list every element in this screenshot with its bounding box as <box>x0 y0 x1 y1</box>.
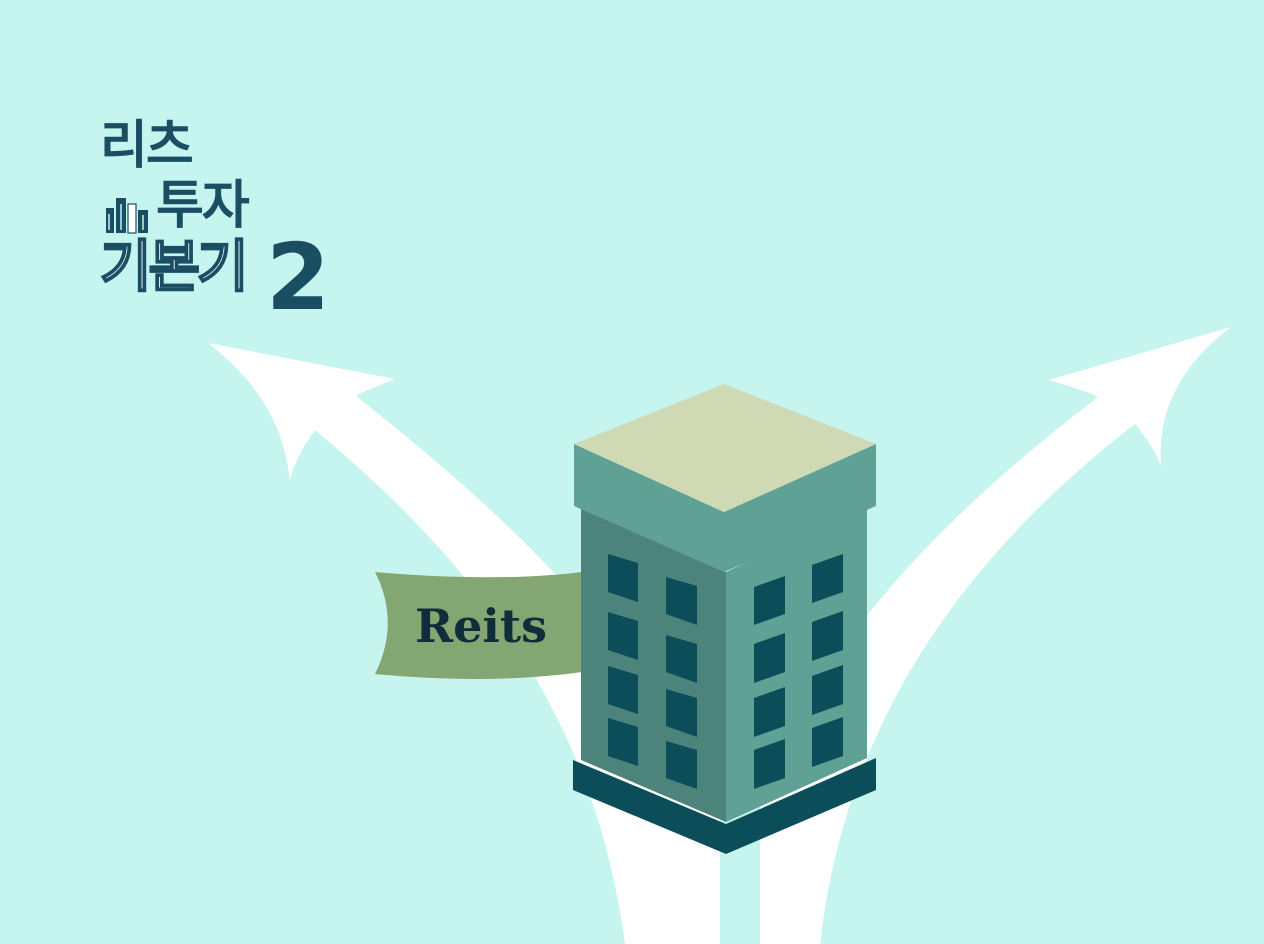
window <box>608 666 638 714</box>
building-base <box>573 758 876 854</box>
roof-right-side <box>724 444 876 572</box>
building-roof <box>574 384 876 512</box>
logo-title-line2: 투자 <box>156 176 250 236</box>
window <box>812 611 843 661</box>
logo-title-line1: 리츠 <box>100 116 194 176</box>
window <box>666 689 697 737</box>
left-facade-windows <box>608 554 697 789</box>
roof-left-side <box>574 444 724 572</box>
building-icon <box>573 384 876 854</box>
window <box>608 612 638 660</box>
window <box>812 665 843 715</box>
window <box>666 741 697 789</box>
window <box>754 687 785 737</box>
reits-banner-label: Reits <box>414 599 548 653</box>
buildings-icon <box>106 198 148 234</box>
logo-episode-number: 2 <box>266 224 331 331</box>
window <box>608 718 638 766</box>
window <box>754 633 785 683</box>
window <box>812 717 843 767</box>
window <box>666 635 697 683</box>
window <box>812 554 843 603</box>
window <box>754 576 785 625</box>
right-facade-windows <box>754 554 843 789</box>
window <box>608 554 638 602</box>
window <box>754 739 785 789</box>
window <box>666 577 697 625</box>
logo-title-line3: 기본기 <box>99 235 250 300</box>
reits-banner <box>375 572 585 679</box>
